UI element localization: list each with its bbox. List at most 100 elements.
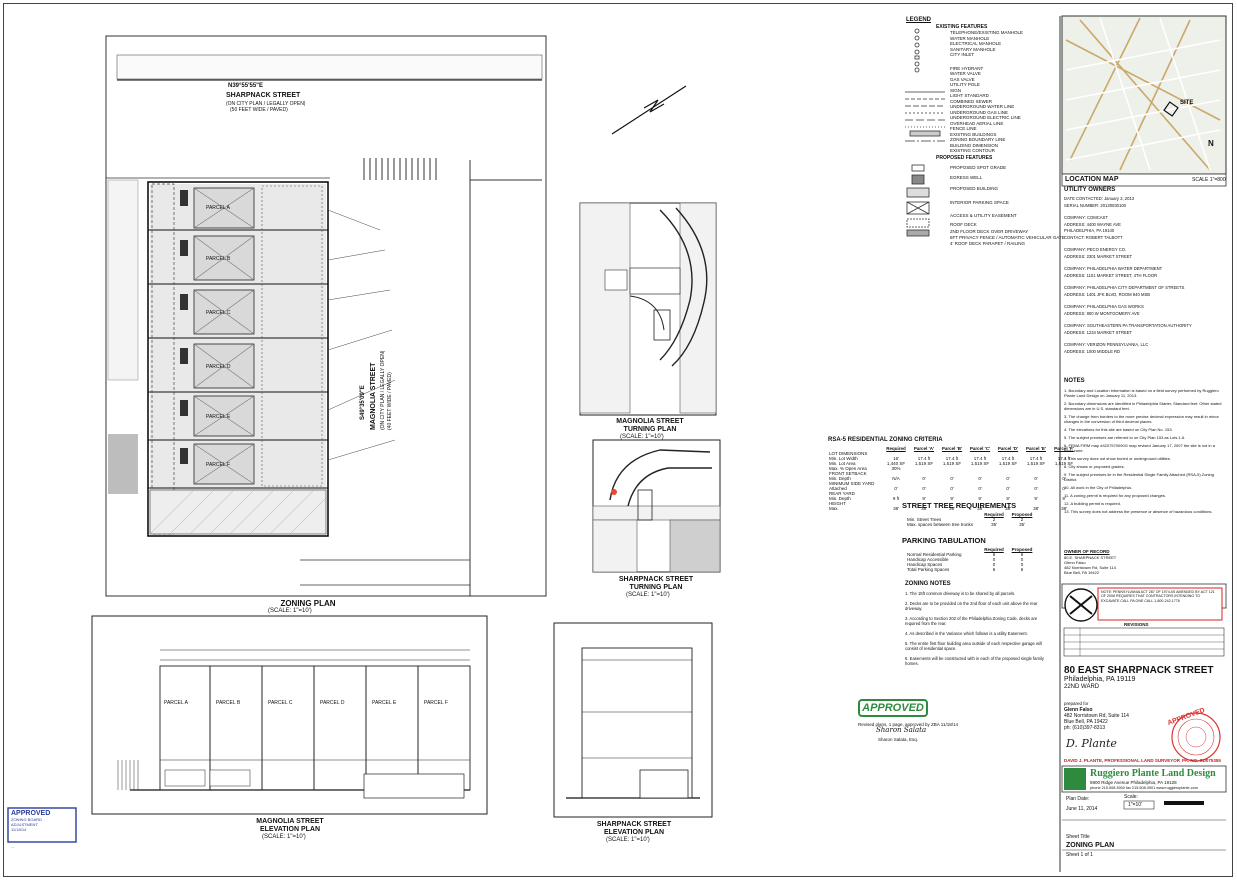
legend-item: OVERHEAD AERIAL LINE: [950, 120, 1004, 126]
owner-line: 80 E. SHARPNACK STREET: [1064, 555, 1117, 560]
legend-existing-heading: EXISTING FEATURES: [936, 24, 988, 30]
owner-line: Glenn Falso: [1064, 560, 1086, 565]
table-cell: 17.4 ft: [945, 456, 959, 461]
table-header-cell: Required: [984, 512, 1004, 517]
left-approved-line: ...: [11, 844, 15, 849]
legend-item: PROPOSED SPOT GRADE: [950, 165, 1007, 170]
legend-item: 6FT PRIVACY FENCE / AUTOMATIC VEHICULAR …: [950, 235, 1065, 240]
legend-item: FENCE LINE: [950, 126, 977, 131]
utility-line: ADDRESS: 1000 MIDDLE RD: [1064, 348, 1121, 354]
zoning-plan-title: ZONING PLAN: [280, 599, 336, 608]
legend-item: EGRESS WELL: [950, 175, 983, 180]
surveyor-license: PA. NO. SU075355: [1182, 758, 1221, 763]
street-tree-title: STREET TREE REQUIREMENTS: [902, 501, 1017, 510]
parcel-label-d: PARCEL D: [206, 364, 231, 370]
firm-address: 5900 Ridge Avenue Philadelphia, PA 19128: [1090, 780, 1177, 785]
project-address: 80 EAST SHARPNACK STREET: [1064, 665, 1214, 676]
approved-org: Sharon Salata, Esq.: [878, 737, 919, 742]
parcel-label-e: PARCEL E: [206, 414, 231, 420]
utility-line: DATE CONTACTED: January 3, 2013: [1064, 196, 1135, 201]
zoning-note: 1. The 15ft common driveway is to be sha…: [905, 591, 1016, 596]
owner-lines: 80 E. SHARPNACK STREET Glenn Falso 482 N…: [1064, 555, 1116, 575]
table-cell: 0': [1062, 476, 1066, 481]
table-row: HEIGHT: [826, 501, 1078, 506]
table-header-cell: Required: [886, 446, 906, 451]
zoning-notes-title: ZONING NOTES: [905, 581, 951, 587]
table-cell: 30%: [891, 466, 901, 471]
magnolia-turning-sub: TURNING PLAN: [623, 426, 677, 433]
table-cell: 1,519 SF: [1026, 461, 1046, 466]
table-header-cell: Parcel 'B': [941, 446, 963, 451]
table-row: MINIMUM SIDE YARD: [826, 481, 1078, 486]
legend-item: GAS VALVE: [950, 76, 975, 82]
surveyor-name: DAVID J. PLANTE, PROFESSIONAL LAND SURVE…: [1064, 758, 1181, 763]
table-cell: 9': [950, 496, 954, 501]
note-item: 6. FEMA FIRM map #4207570090G map revise…: [1064, 443, 1215, 453]
table-header-cell: Parcel 'A': [913, 446, 935, 451]
legend-item: UTILITY POLE: [950, 82, 980, 87]
table-header-cell: Proposed: [1011, 547, 1033, 552]
utility-line: CONTACT: ROBERT TALBOTT: [1064, 234, 1123, 240]
prepared-for-lines: Glenn Falso 482 Norristown Rd, Suite 114…: [1064, 707, 1129, 731]
table-cell: 1,519 SF: [914, 461, 934, 466]
prepared-for-label: prepared for: [1064, 701, 1089, 706]
utility-line: COMPANY: SOUTHEASTERN PA TRANSPORTATION …: [1064, 323, 1192, 328]
legend-item: UNDERGROUND GAS LINE: [950, 109, 1009, 115]
utility-owners-title: UTILITY OWNERS: [1064, 187, 1116, 193]
table-header-cell: Required: [984, 547, 1004, 552]
table-cell: 6: [1020, 552, 1024, 557]
table-row: FRONT SETBACK: [826, 471, 1078, 476]
table-cell: 0': [894, 486, 898, 491]
note-item: 10. All work in the City of Philadelphia…: [1064, 485, 1132, 490]
sharpnack-elev-scale: (SCALE: 1"=10'): [606, 837, 650, 843]
elev-parcel-c: PARCEL C: [268, 700, 293, 706]
parcel-label-c: PARCEL C: [206, 310, 231, 316]
street-bearing-top: N39°55'55"E: [228, 83, 264, 89]
project-ward: 22ND WARD: [1064, 684, 1100, 690]
table-cell: 0': [978, 476, 982, 481]
street-right-sub1: (ON CITY PLAN / LEGALLY OPEN): [380, 350, 386, 430]
legend-item: UNDERGROUND WATER LINE: [950, 104, 1015, 109]
table-cell: 38': [1005, 506, 1011, 511]
street-name-magnolia: MAGNOLIA STREET: [370, 362, 377, 430]
table-cell: 38': [977, 506, 983, 511]
note-item: 1. Boundary and Location information is …: [1064, 388, 1219, 398]
client-line: 482 Norristown Rd, Suite 114: [1064, 713, 1129, 719]
scale-label: Scale:: [1124, 794, 1138, 800]
table-cell: 9 ft: [892, 496, 900, 501]
table-row: LOT DIMENSIONS: [826, 451, 1078, 456]
table-cell: Min. Street Trees: [907, 517, 942, 522]
table-cell: 9': [922, 496, 926, 501]
table-cell: REAR YARD: [829, 491, 855, 496]
legend-item: ELECTRICAL MANHOLE: [950, 41, 1002, 46]
site-label: SITE: [1180, 100, 1194, 106]
street-sub1: (ON CITY PLAN / LEGALLY OPEN): [226, 101, 306, 107]
sharpnack-turning-scale: (SCALE: 1"=10'): [626, 592, 670, 598]
table-cell: 0: [1020, 562, 1024, 567]
table-cell: 6: [1020, 567, 1024, 572]
left-approved-line: ZONING BOARD: [11, 817, 42, 822]
table-cell: 0': [950, 476, 954, 481]
sharpnack-turning-sub: TURNING PLAN: [629, 584, 683, 591]
utility-line: ADDRESS: 4400 WAYNE AVE: [1064, 221, 1121, 227]
zoning-note: 2. Decks are to be provided on the 2nd f…: [905, 601, 1038, 611]
legend-item: CITY INLET: [950, 52, 975, 57]
location-map-scale: SCALE 1"=800': [1192, 177, 1227, 183]
parcel-label-b: PARCEL B: [206, 256, 231, 262]
street-sub2: (50 FEET WIDE / PAVED): [230, 107, 288, 113]
utility-line: COMPANY: VERIZON PENNSYLVANIA, LLC: [1064, 342, 1149, 347]
utility-line: COMPANY: PHILADELPHIA CITY DEPARTMENT OF…: [1064, 285, 1185, 290]
utility-line: COMPANY: PHILADELPHIA WATER DEPARTMENT: [1064, 266, 1163, 271]
revisions-title: REVISIONS: [1124, 622, 1149, 627]
table-cell: Max.: [829, 506, 839, 511]
table-cell: 6: [992, 567, 996, 572]
plan-date-label: Plan Date:: [1066, 796, 1090, 802]
